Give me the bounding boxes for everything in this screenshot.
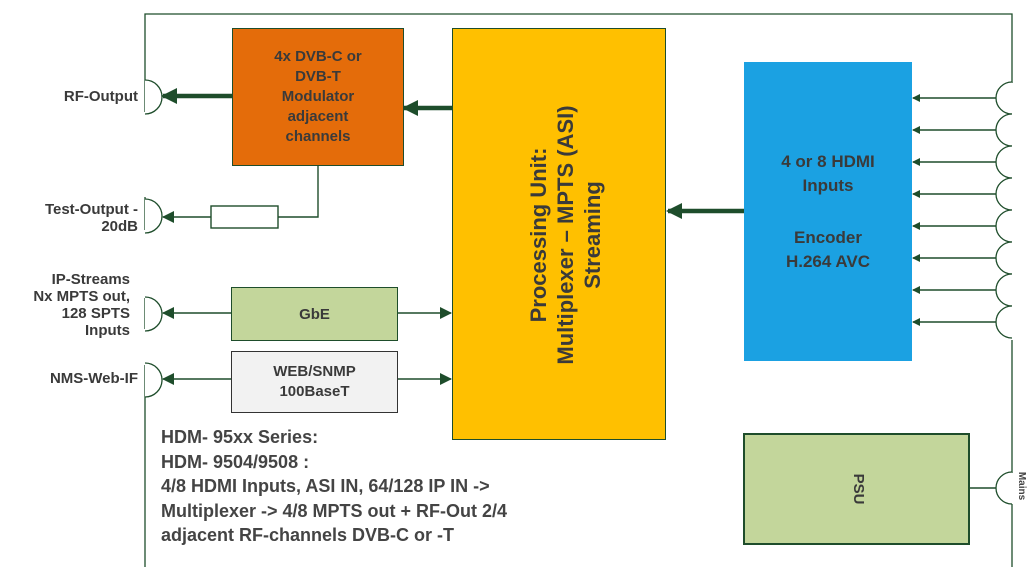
left-connectors <box>144 79 163 398</box>
psu-box: PSU <box>743 433 970 545</box>
hdmi-connector-1 <box>995 81 1013 115</box>
rf-output-connector <box>144 79 163 115</box>
processing-unit-label: Processing Unit: Multiplexer – MPTS (ASI… <box>526 105 605 365</box>
hdmi-connector-5 <box>995 209 1013 243</box>
hdmi-connectors <box>995 81 1013 505</box>
modulator-box: 4x DVB-C or DVB-T Modulator adjacent cha… <box>232 28 404 166</box>
test-output-path <box>162 166 319 229</box>
hdmi-connector-3 <box>995 145 1013 179</box>
rf-output-label: RF-Output <box>63 88 138 105</box>
main-flow-arrows <box>161 88 744 219</box>
gbe-box: GbE <box>231 287 398 341</box>
ip-streams-connector <box>144 296 163 332</box>
web-snmp-box: WEB/SNMP 100BaseT <box>231 351 398 413</box>
attenuator <box>210 205 279 229</box>
test-output-label: Test-Output - 20dB <box>44 201 138 235</box>
nms-connector <box>144 362 163 398</box>
hdmi-connector-8 <box>995 305 1013 339</box>
hdmi-input-arrows <box>912 94 996 326</box>
processing-unit-box: Processing Unit: Multiplexer – MPTS (ASI… <box>452 28 666 440</box>
device-outline <box>144 13 1013 567</box>
ip-streams-label: IP-Streams Nx MPTS out, 128 SPTS Inputs <box>33 271 130 339</box>
encoder-box: 4 or 8 HDMI Inputs Encoder H.264 AVC <box>744 62 912 361</box>
hdmi-connector-2 <box>995 113 1013 147</box>
hdmi-connector-7 <box>995 273 1013 307</box>
test-output-connector <box>144 198 163 234</box>
mains-label: Mains <box>1016 471 1027 501</box>
hdmi-connector-4 <box>995 177 1013 211</box>
mains-connector <box>995 471 1013 505</box>
nms-web-if-label: NMS-Web-IF <box>49 370 138 387</box>
series-description: HDM- 95xx Series: HDM- 9504/9508 : 4/8 H… <box>161 427 508 545</box>
hdmi-connector-6 <box>995 241 1013 275</box>
psu-label: PSU <box>850 473 867 505</box>
